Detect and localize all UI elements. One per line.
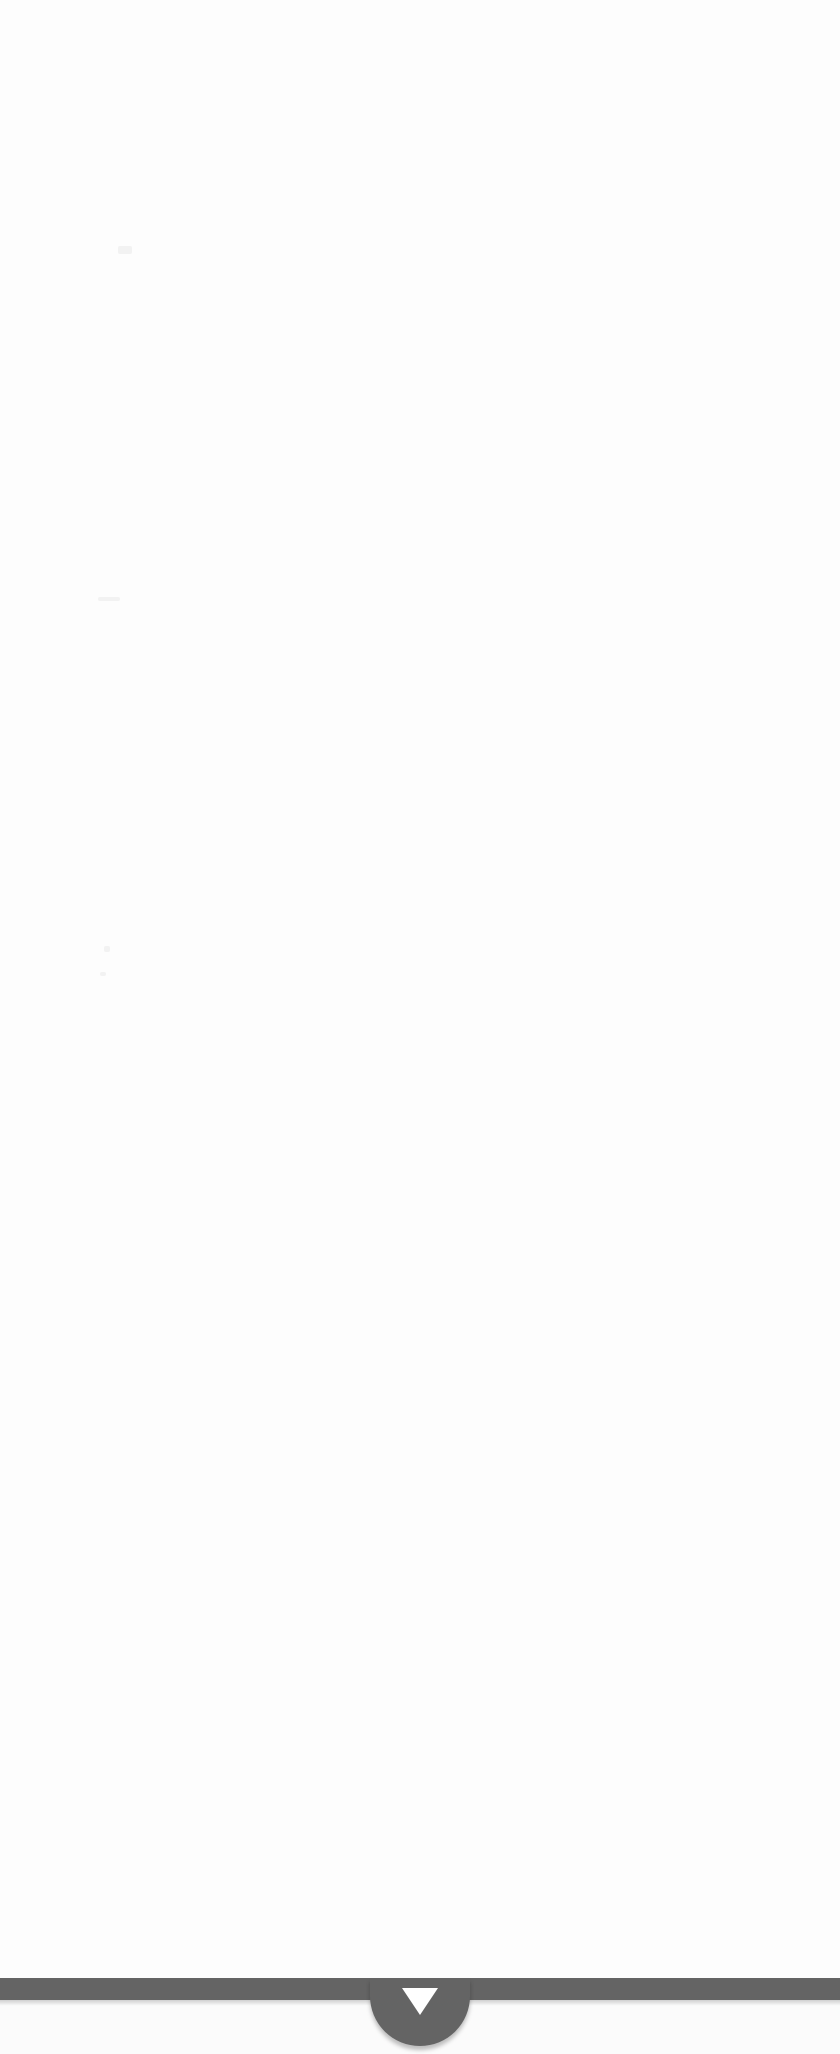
faint-artifact bbox=[118, 246, 132, 254]
faint-artifact bbox=[98, 597, 120, 601]
triangle-down-icon bbox=[402, 1988, 438, 2015]
faint-artifact bbox=[100, 972, 106, 976]
faint-artifact bbox=[104, 946, 110, 952]
blank-content-area bbox=[98, 246, 132, 976]
